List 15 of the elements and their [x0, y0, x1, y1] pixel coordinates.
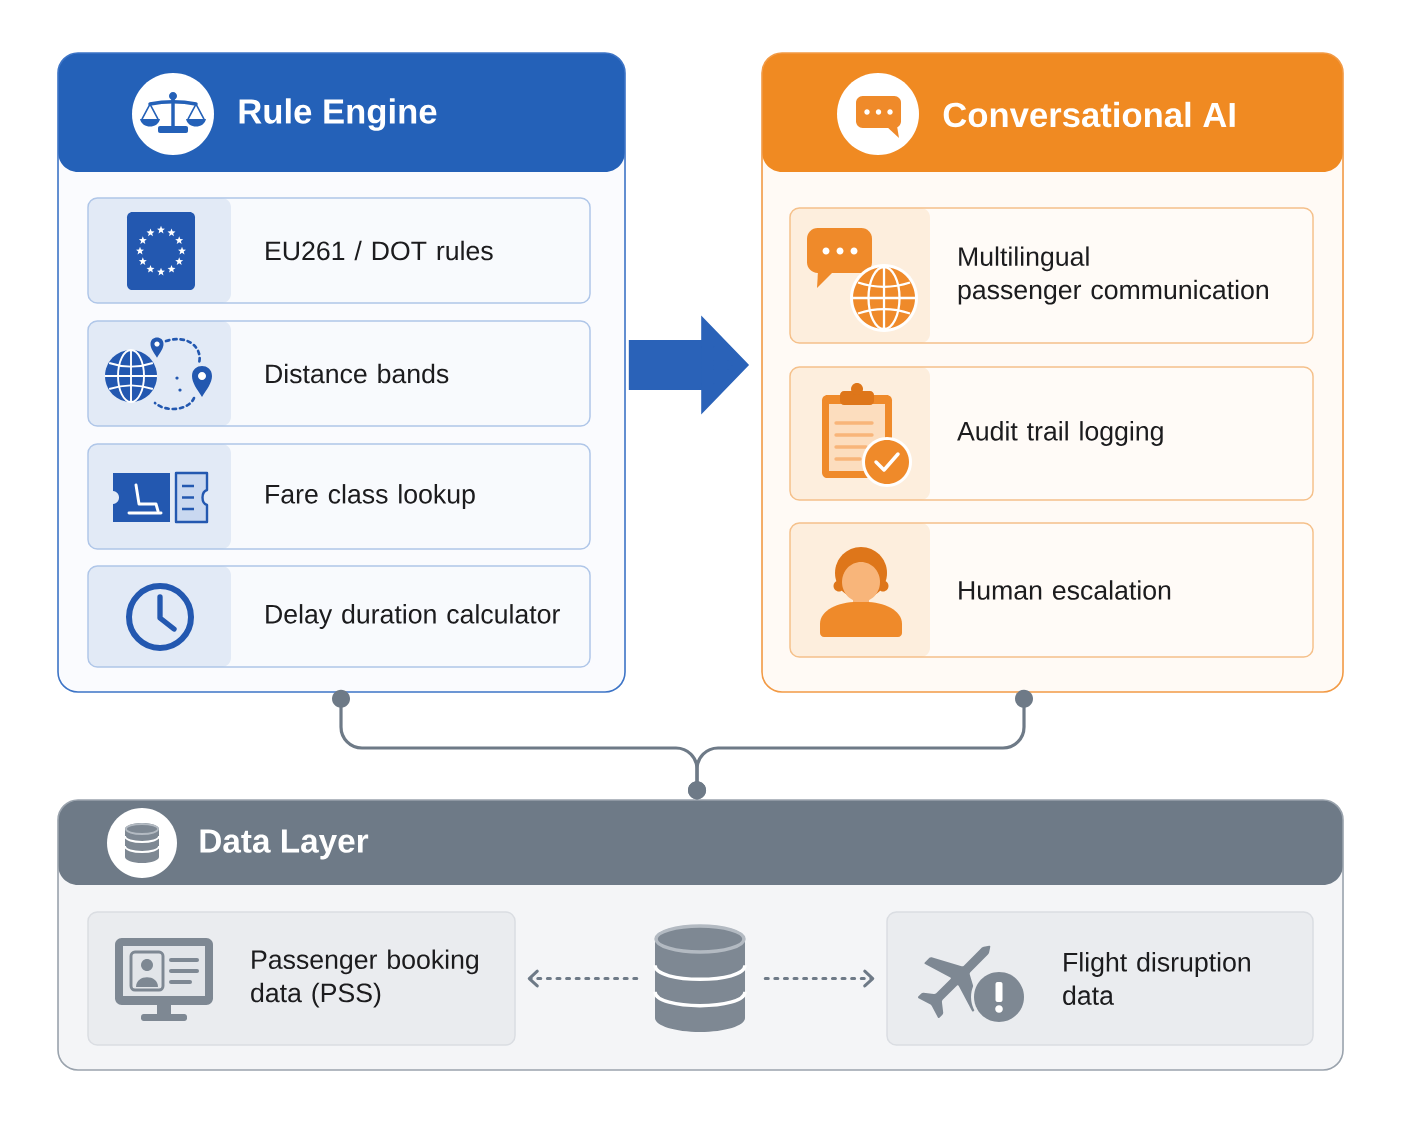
feature-card: Multilingual passenger communication — [789, 207, 1314, 344]
panel-title: Conversational AI — [943, 101, 1235, 128]
panel-title: Data Layer — [200, 829, 369, 860]
panel-title: Rule Engine — [239, 98, 437, 131]
dotted-arrow — [527, 969, 639, 988]
feature-card: Audit trail logging — [789, 366, 1314, 501]
feature-card: Flight disruption data — [886, 911, 1314, 1046]
feature-card: Distance bands — [87, 320, 591, 427]
dotted-arrow — [763, 969, 875, 988]
connector-line — [688, 689, 1033, 800]
feature-card: Human escalation — [789, 522, 1314, 658]
feature-card: EU261 / DOT rules — [87, 197, 591, 304]
feature-card: Delay duration calculator — [87, 565, 591, 668]
database-cylinder — [653, 924, 747, 1032]
feature-card: Fare class lookup — [87, 443, 591, 550]
